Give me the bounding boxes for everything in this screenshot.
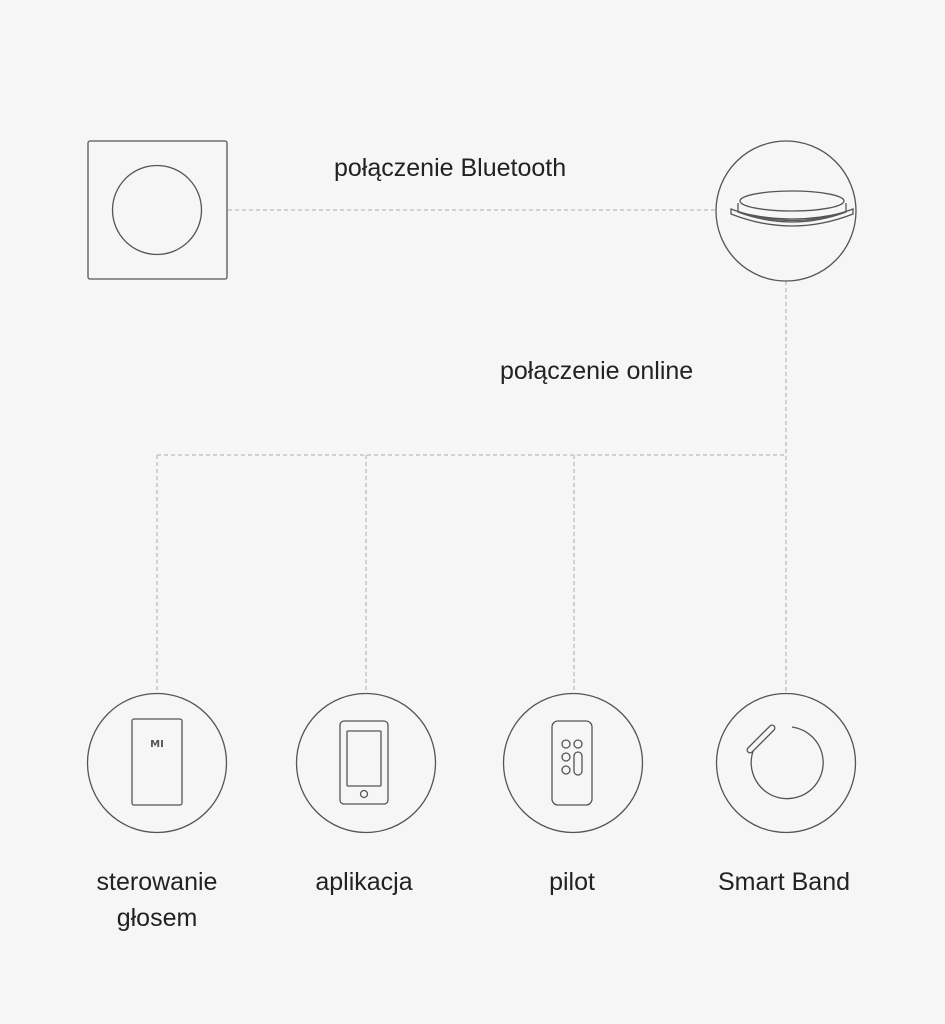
voice-speaker-icon: MI xyxy=(86,692,228,834)
wall-switch-icon xyxy=(87,140,228,280)
online-connection-label: połączenie online xyxy=(500,357,694,385)
dashed-connectors xyxy=(156,209,787,693)
smart-band-icon xyxy=(715,692,857,834)
voice-control-label-line-1: sterowanie xyxy=(96,868,218,896)
bluetooth-connection-label: połączenie Bluetooth xyxy=(334,154,567,182)
smart-band-label: Smart Band xyxy=(717,868,851,896)
voice-control-label-line-2: głosem xyxy=(116,904,198,932)
speaker-brand-text: MI xyxy=(150,739,164,750)
app-label: aplikacja xyxy=(315,868,413,896)
remote-label: pilot xyxy=(549,868,595,896)
ceiling-lamp-icon xyxy=(715,140,857,282)
smartphone-icon xyxy=(295,692,437,834)
remote-control-icon xyxy=(502,692,644,834)
voice-control-label: sterowanie głosem xyxy=(97,864,218,936)
